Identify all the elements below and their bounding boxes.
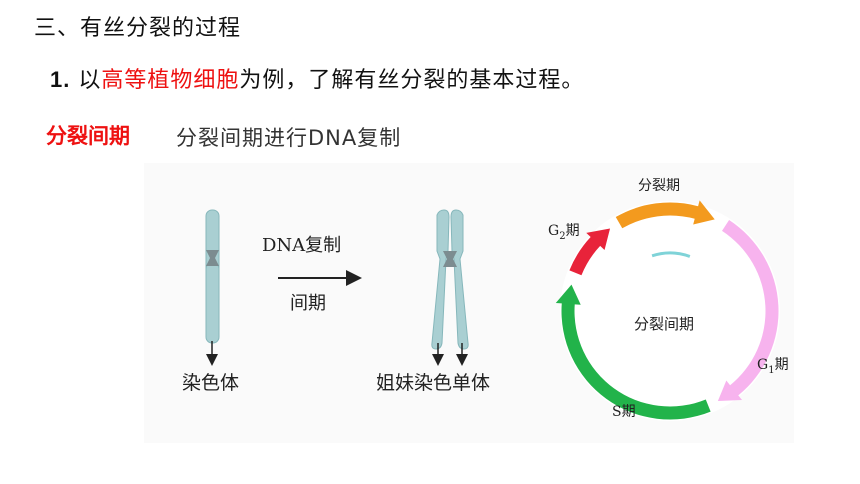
cell-cycle-arcs bbox=[555, 200, 779, 420]
g1-phase-label: G1期 bbox=[757, 357, 789, 376]
g1-subscript: 1 bbox=[768, 365, 774, 376]
interphase-center-label: 分裂间期 bbox=[634, 315, 694, 333]
g1-suffix: 期 bbox=[775, 357, 789, 373]
g2-letter: G bbox=[548, 223, 559, 239]
cycle-background bbox=[560, 201, 780, 421]
subheading-prefix: 以 bbox=[78, 68, 102, 93]
g2-phase-arrow bbox=[569, 228, 611, 276]
g1-phase-arrow bbox=[717, 220, 779, 402]
subheading: 1. 以高等植物细胞为例，了解有丝分裂的基本过程。 bbox=[50, 62, 584, 94]
textbook-figure: 染色体 DNA复制 间期 姐妹染色单体 分裂期 G2期 G1期 S期 分裂间期 bbox=[144, 163, 794, 443]
g2-subscript: 2 bbox=[559, 231, 565, 242]
figure-svg: 染色体 DNA复制 间期 姐妹染色单体 分裂期 G2期 G1期 S期 分裂间期 bbox=[182, 178, 789, 421]
g2-phase-label: G2期 bbox=[548, 223, 580, 242]
subheading-highlight: 高等植物细胞 bbox=[101, 68, 240, 93]
chromosome bbox=[205, 209, 220, 344]
s-phase-label: S期 bbox=[612, 404, 636, 420]
sister-chromatids bbox=[431, 209, 469, 350]
division-phase-arrow bbox=[615, 200, 715, 229]
chromosome-label: 染色体 bbox=[182, 372, 239, 394]
replication-arrow-bottom-label: 间期 bbox=[290, 293, 326, 314]
g1-letter: G bbox=[757, 357, 768, 373]
division-phase-label: 分裂期 bbox=[638, 178, 680, 194]
phase-caption: 分裂间期进行DNA复制 bbox=[176, 126, 402, 150]
subheading-suffix: 为例，了解有丝分裂的基本过程。 bbox=[239, 68, 585, 93]
chromatids-label: 姐妹染色单体 bbox=[376, 372, 490, 394]
g2-suffix: 期 bbox=[566, 223, 580, 239]
s-phase-arrow bbox=[555, 284, 711, 420]
replication-arrow-top-label: DNA复制 bbox=[262, 235, 341, 256]
subheading-number: 1. bbox=[50, 67, 71, 92]
interphase-inner-arc bbox=[651, 251, 691, 258]
phase-tag: 分裂间期 bbox=[46, 124, 130, 148]
section-heading: 三、有丝分裂的过程 bbox=[34, 16, 242, 41]
